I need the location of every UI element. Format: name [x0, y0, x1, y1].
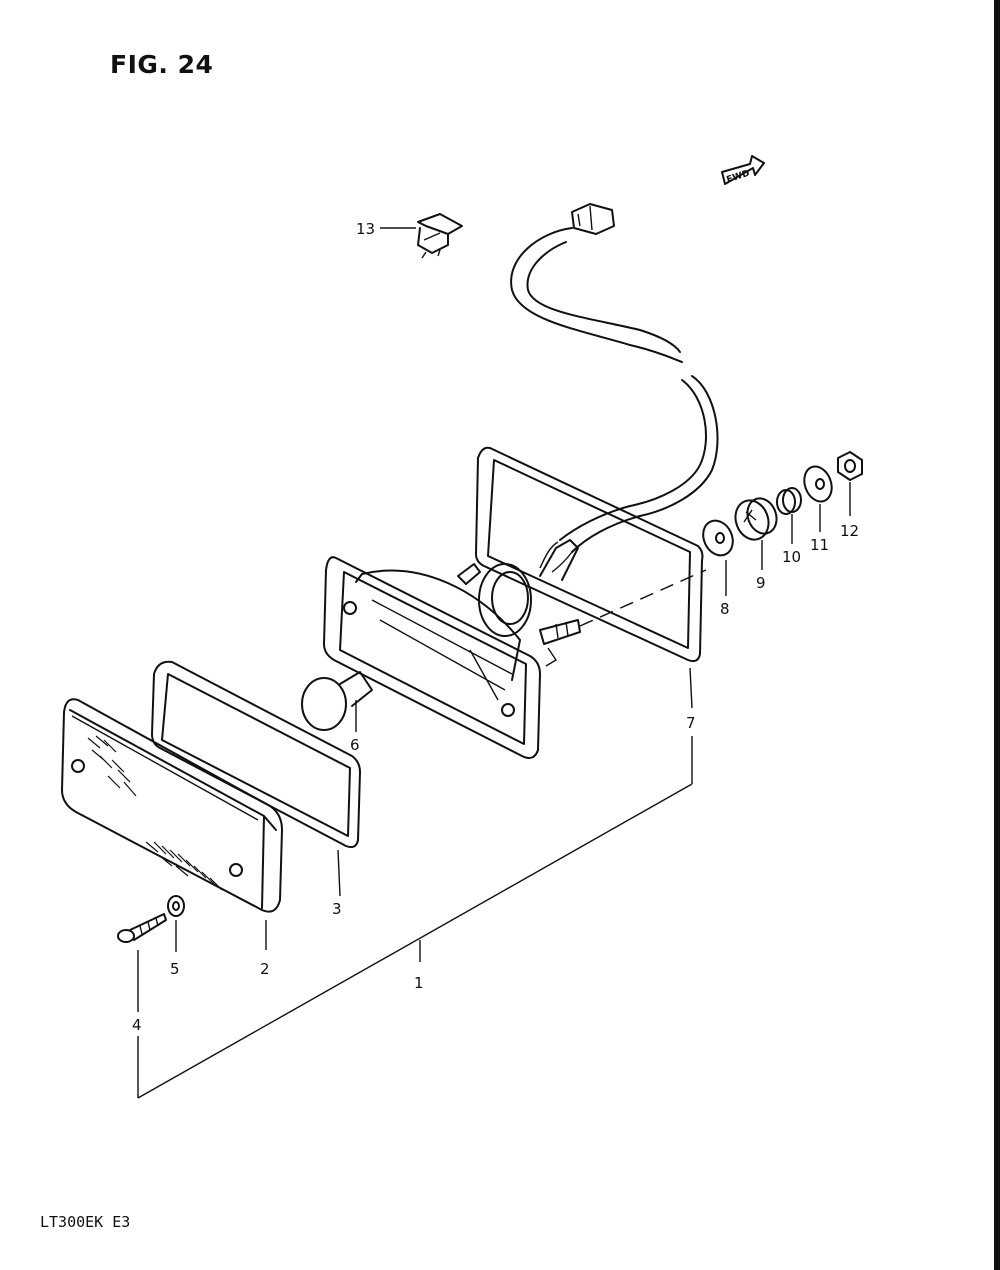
lamp-housing-part-1	[323, 539, 707, 759]
callout-8: 8	[720, 600, 730, 618]
callout-10: 10	[782, 548, 801, 566]
callout-6: 6	[350, 736, 360, 754]
bulb-part-6	[301, 671, 373, 732]
callout-7: 7	[686, 714, 696, 732]
figure-title: FIG. 24	[110, 50, 214, 79]
washer-part-8	[702, 519, 734, 596]
callout-9: 9	[756, 574, 766, 592]
callout-3: 3	[332, 900, 342, 918]
lens-gasket-part-3	[151, 660, 361, 897]
model-code: LT300EK E3	[40, 1213, 131, 1231]
nut-part-12	[837, 451, 863, 516]
callout-4: 4	[132, 1016, 142, 1034]
grommet-part-9	[734, 497, 778, 570]
fwd-arrow-icon: FWD	[721, 155, 765, 186]
callout-11: 11	[810, 536, 829, 554]
fwd-label: FWD	[726, 169, 751, 186]
clip-part-13	[380, 213, 463, 259]
callout-1: 1	[414, 974, 424, 992]
callout-numbers: 1 2 3 4 5 6 7 8 9 10 11 12 13	[132, 220, 859, 1034]
washer-part-5	[167, 895, 185, 952]
spacer-part-10	[776, 487, 802, 544]
washer-part-11	[803, 465, 833, 532]
lens-part-2	[61, 698, 283, 950]
assembly-leader-lines	[137, 736, 693, 1099]
callout-12: 12	[840, 522, 859, 540]
callout-5: 5	[170, 960, 180, 978]
wire-harness	[510, 203, 719, 573]
screw-part-4	[117, 913, 167, 1012]
gasket-part-7	[475, 446, 704, 709]
callout-2: 2	[260, 960, 270, 978]
callout-13: 13	[356, 220, 375, 238]
